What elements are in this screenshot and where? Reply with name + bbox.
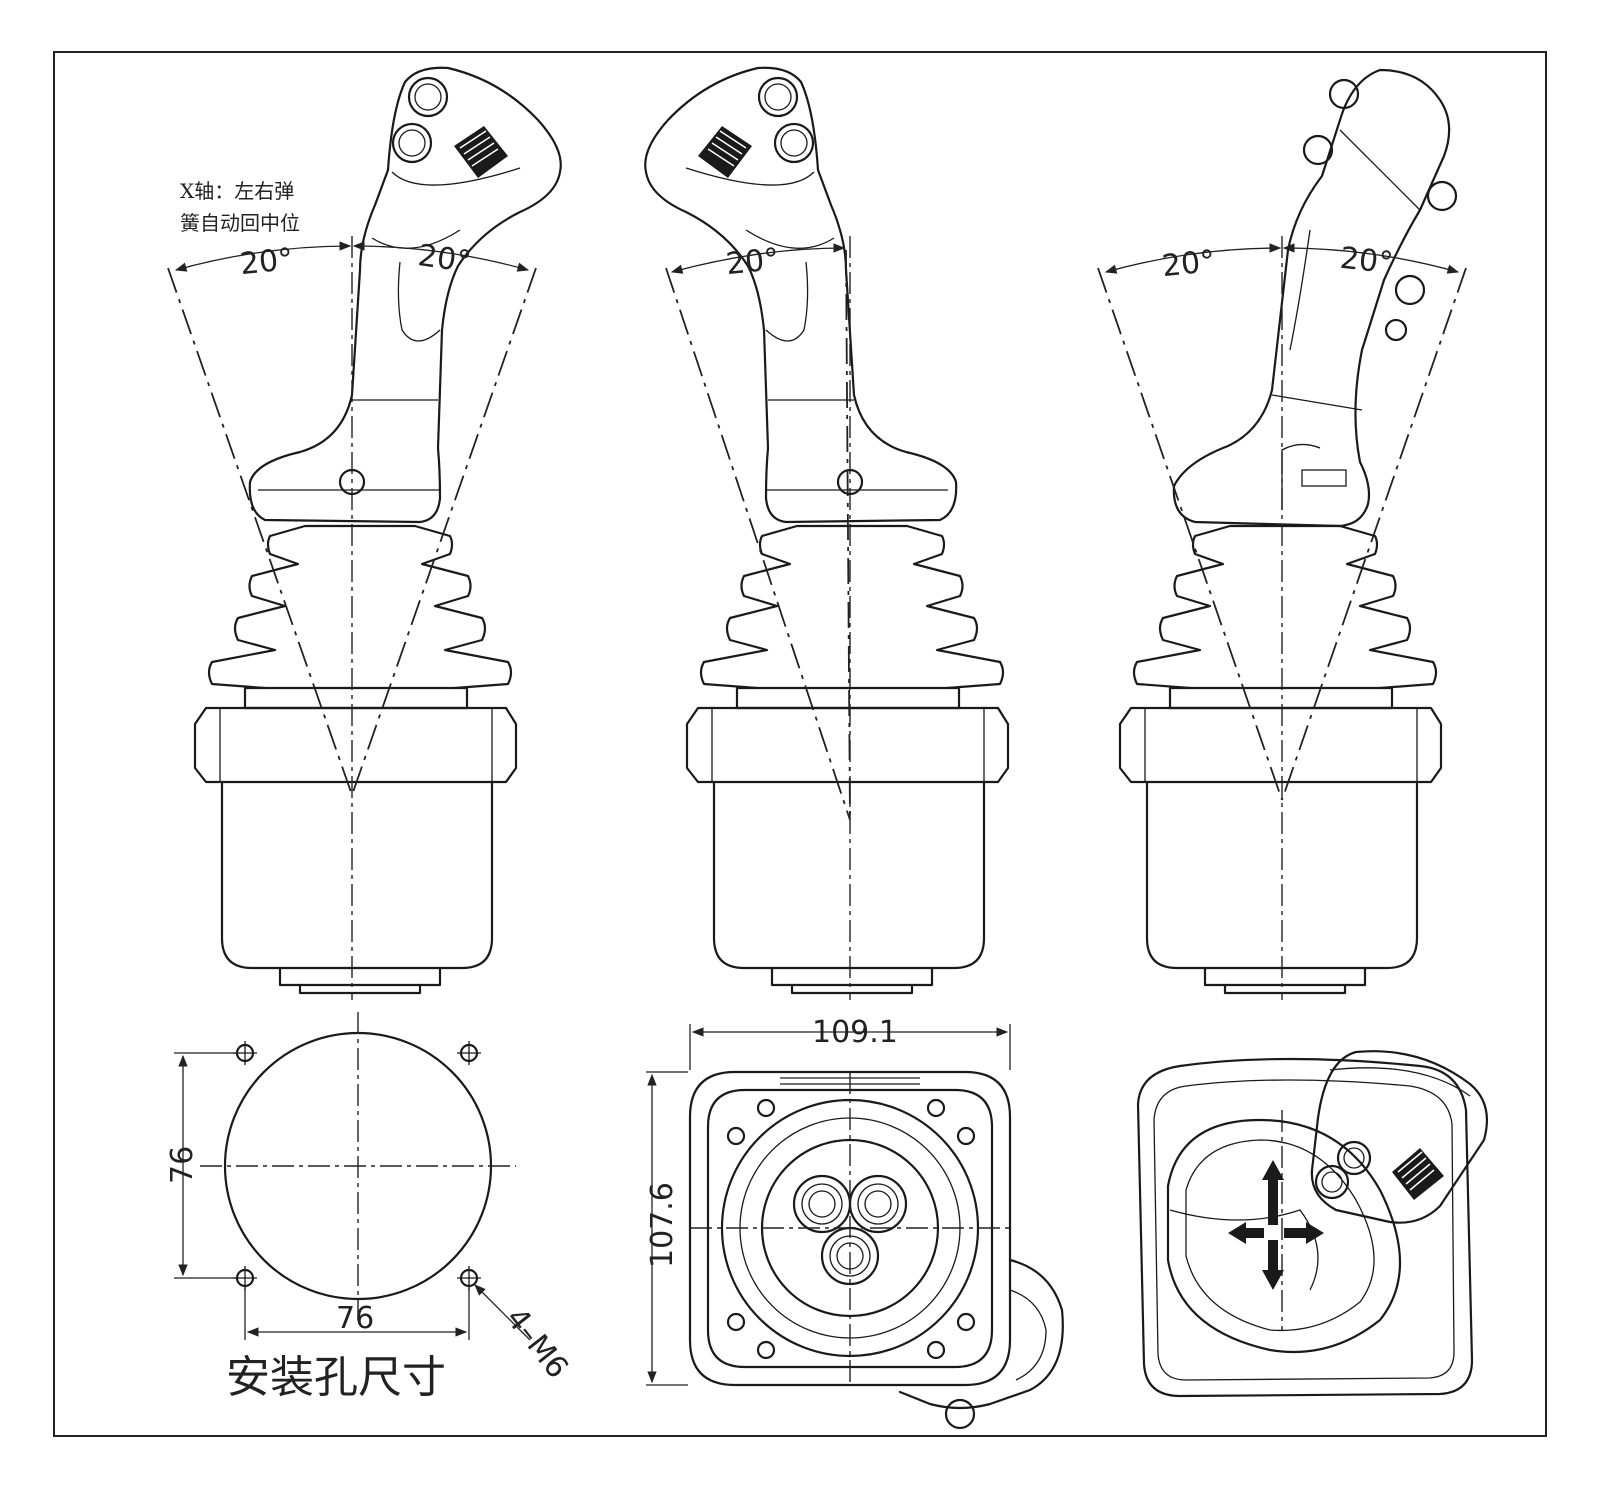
dim-mount-vertical: 76 [165, 1146, 200, 1184]
direction-arrows [1228, 1160, 1324, 1290]
thumb-roller [1392, 1148, 1444, 1200]
joystick-handle [644, 66, 958, 524]
angle-label-left-view3: 20° [1160, 244, 1217, 284]
side-view-right [1097, 68, 1467, 1000]
mounting-hole-layout [174, 1012, 531, 1341]
joystick-handle [1172, 68, 1458, 528]
x-axis-note-line2: 簧自动回中位 [180, 211, 300, 235]
bellows [1132, 524, 1438, 690]
base-housing [1118, 686, 1443, 995]
iso-top-view-right [1136, 1050, 1488, 1398]
front-view-left [167, 66, 562, 1000]
drawing-frame [53, 51, 1547, 1437]
thumb-roller [698, 126, 752, 178]
top-view-center [646, 1024, 1064, 1430]
bellows [207, 524, 513, 690]
joystick-handle [248, 66, 562, 524]
angle-label-right-view1: 20° [416, 238, 474, 280]
dim-width-top: 109.1 [812, 1015, 898, 1050]
bellows [699, 524, 1005, 690]
angle-label-left-view1: 20° [238, 242, 295, 282]
angle-label-view2: 20° [724, 242, 781, 282]
x-axis-note-line1: X轴：左右弹 [180, 179, 294, 203]
thumb-roller [454, 126, 508, 178]
angle-label-right-view3: 20° [1338, 241, 1395, 281]
dim-height: 107.6 [645, 1182, 680, 1268]
side-view-center [644, 66, 1010, 1000]
mounting-title: 安装孔尺寸 [226, 1352, 446, 1403]
dim-mount-horizontal: 76 [336, 1301, 374, 1336]
base-housing [685, 686, 1010, 995]
thread-spec: 4–M6 [499, 1301, 575, 1385]
base-housing [193, 686, 518, 995]
